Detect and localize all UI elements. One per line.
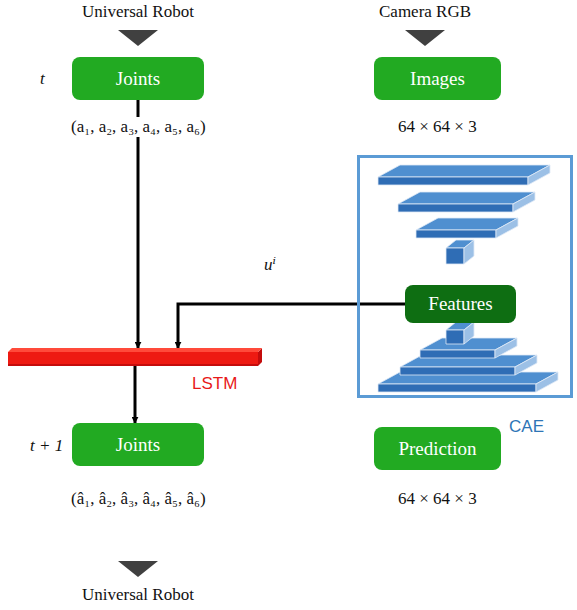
images-box: Images (374, 57, 501, 100)
device-label: Camera RGB (377, 2, 473, 22)
features-box: Features (405, 285, 516, 323)
layer-front (398, 204, 513, 212)
lstm-bar: LSTM (8, 348, 262, 366)
joints-box: Joints (72, 57, 204, 100)
time-label: t (38, 69, 47, 89)
layer-side (528, 165, 550, 185)
layer-front (420, 350, 495, 358)
image-size: 64 × 64 × 3 (396, 489, 479, 509)
flow-arrow (137, 100, 140, 348)
joint-vector: (a₁, a₂, a₃, a₄, a₅, a₆) (69, 117, 208, 137)
layer-front (400, 367, 515, 375)
layer-front (446, 330, 464, 344)
box-label: Joints (116, 434, 160, 456)
box-label: Images (410, 68, 465, 90)
lstm-label: LSTM (192, 374, 237, 394)
input-triangle (405, 30, 445, 46)
device-label: Universal Robot (80, 2, 196, 22)
lstm-bar-shape (8, 348, 262, 366)
flow-arrow (134, 366, 137, 423)
flow-arrow (178, 304, 405, 348)
layer-side (515, 355, 537, 375)
layer-side (464, 322, 474, 344)
layer-top (378, 165, 550, 177)
cae-layers (378, 165, 558, 392)
box-label: Features (428, 293, 492, 315)
layer-front (416, 230, 496, 238)
box-label: Prediction (398, 438, 476, 460)
joint-vector: (â₁, â₂, â₃, â₄, â₅, â₆) (69, 489, 208, 509)
layer-top (398, 192, 535, 204)
layer-front (378, 177, 528, 185)
box-label: Joints (116, 68, 160, 90)
layer-front (446, 248, 464, 264)
layer-side (495, 338, 517, 358)
output-triangle (118, 561, 158, 577)
input-triangle (118, 30, 158, 46)
joints-box: Joints (72, 423, 204, 466)
module-label: CAE (509, 417, 544, 437)
layer-side (536, 372, 558, 392)
device-label: Universal Robot (80, 585, 196, 605)
prediction-box: Prediction (374, 427, 501, 470)
layer-side (464, 240, 474, 264)
layer-side (513, 192, 535, 212)
feature-symbol: uⁱ (262, 254, 278, 275)
time-label: t + 1 (28, 436, 65, 456)
image-size: 64 × 64 × 3 (396, 117, 479, 137)
layer-side (496, 218, 518, 238)
layer-front (378, 384, 536, 392)
cae-frame: CAEFeatures (357, 155, 573, 398)
